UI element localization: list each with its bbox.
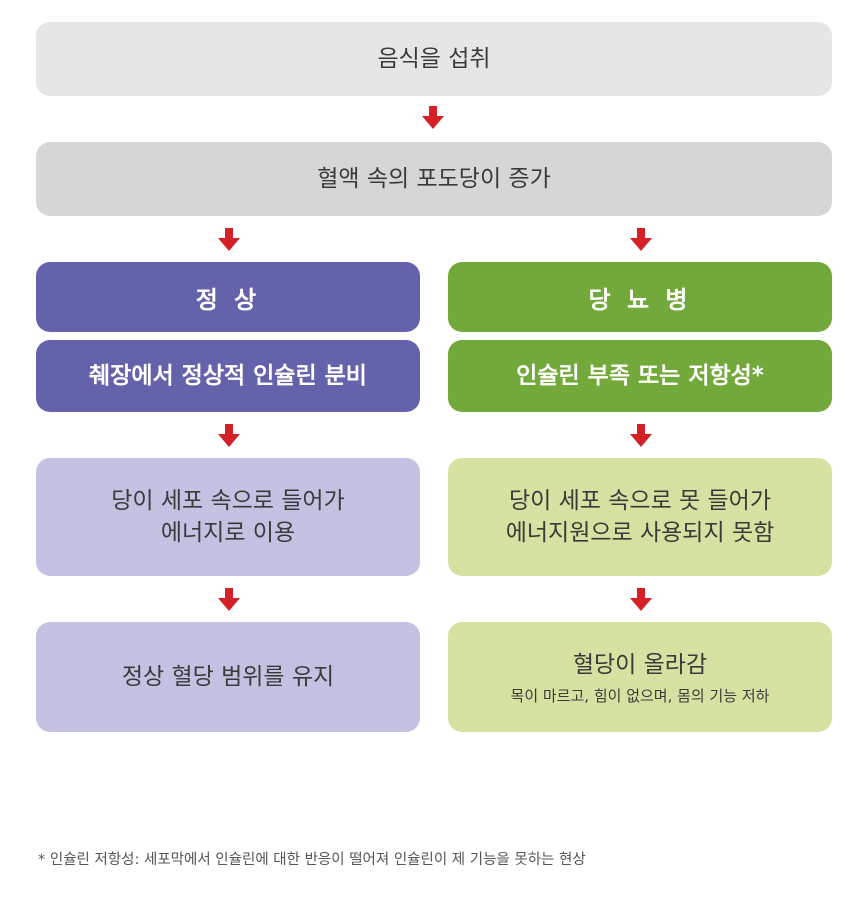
arrow-down-icon [218, 588, 240, 611]
normal-effect-line2: 에너지로 이용 [160, 520, 296, 546]
step-blood-glucose-label: 혈액 속의 포도당이 증가 [317, 166, 551, 192]
footnote: * 인슐린 저항성: 세포막에서 인슐린에 대한 반응이 떨어져 인슐린이 제 … [38, 852, 586, 868]
arrow-down-icon [218, 228, 240, 251]
diabetes-cause: 인슐린 부족 또는 저항성* [448, 340, 832, 412]
arrow-down-icon [630, 228, 652, 251]
normal-result: 정상 혈당 범위를 유지 [36, 622, 420, 732]
normal-header: 정 상 [36, 262, 420, 332]
step-eat-food: 음식을 섭취 [36, 22, 832, 96]
step-eat-food-label: 음식을 섭취 [377, 46, 491, 72]
normal-header-label: 정 상 [195, 285, 261, 314]
step-blood-glucose-rise: 혈액 속의 포도당이 증가 [36, 142, 832, 216]
diabetes-effect-line2: 에너지원으로 사용되지 못함 [505, 520, 775, 546]
diabetes-cause-label: 인슐린 부족 또는 저항성* [516, 363, 764, 389]
normal-cause-label: 췌장에서 정상적 인슐린 분비 [89, 363, 367, 389]
diabetes-effect: 당이 세포 속으로 못 들어가 에너지원으로 사용되지 못함 [448, 458, 832, 576]
arrow-down-icon [630, 588, 652, 611]
arrow-down-icon [630, 424, 652, 447]
normal-effect: 당이 세포 속으로 들어가 에너지로 이용 [36, 458, 420, 576]
diabetes-effect-line1: 당이 세포 속으로 못 들어가 [508, 488, 771, 514]
diabetes-header-label: 당 뇨 병 [588, 285, 692, 314]
arrow-down-icon [218, 424, 240, 447]
diabetes-header: 당 뇨 병 [448, 262, 832, 332]
diabetes-result-label: 혈당이 올라감 [572, 651, 708, 678]
normal-result-label: 정상 혈당 범위를 유지 [121, 664, 335, 690]
diabetes-result-sub: 목이 마르고, 힘이 없으며, 몸의 기능 저하 [510, 686, 770, 705]
normal-cause: 췌장에서 정상적 인슐린 분비 [36, 340, 420, 412]
normal-effect-line1: 당이 세포 속으로 들어가 [111, 488, 345, 514]
diabetes-result: 혈당이 올라감 목이 마르고, 힘이 없으며, 몸의 기능 저하 [448, 622, 832, 732]
arrow-down-icon [422, 106, 444, 129]
